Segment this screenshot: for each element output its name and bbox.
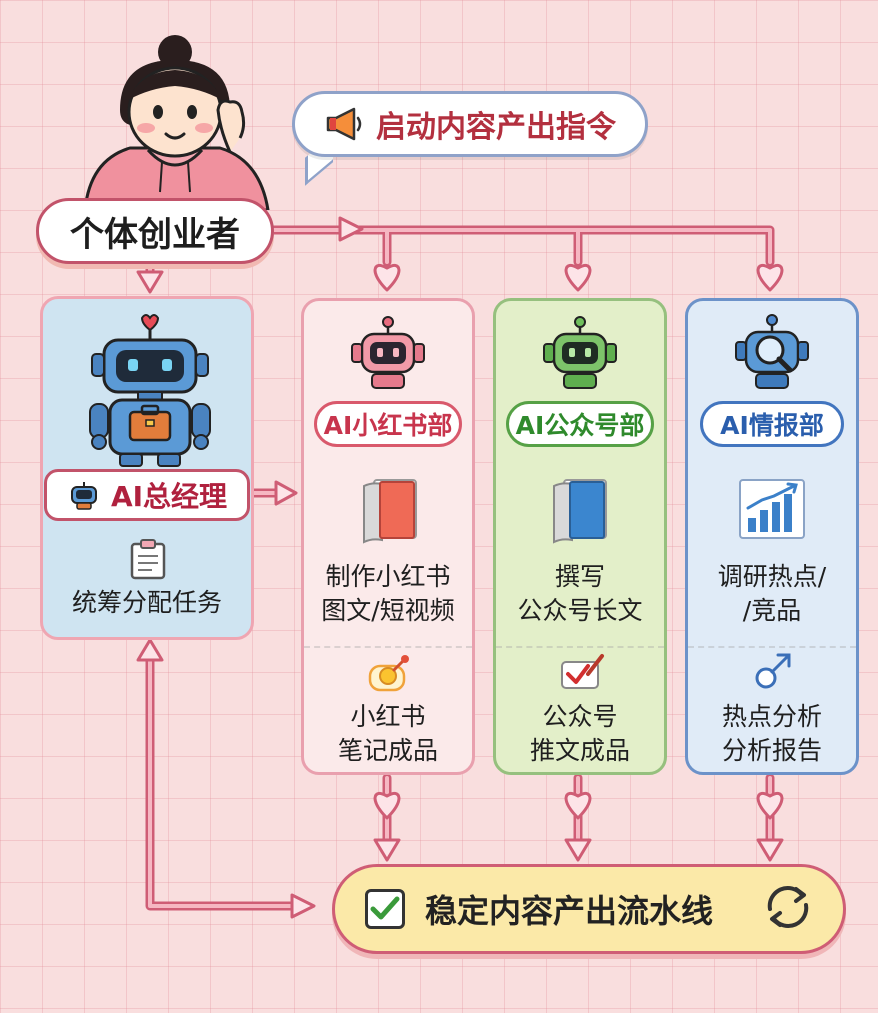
checkbox-icon: [365, 889, 405, 929]
heart-arrow: [373, 263, 401, 292]
gzh-title-pill: AI公众号部: [506, 401, 654, 447]
gzh-panel-divider: [496, 646, 664, 648]
arrowhead-down: [756, 838, 784, 862]
arrowhead-right: [290, 893, 316, 919]
manager-title: AI总经理: [110, 480, 228, 513]
book-icon: [553, 479, 607, 544]
xhs-title-pill: AI小红书部: [314, 401, 462, 447]
arrowhead-down: [373, 838, 401, 862]
robot-magnifier-icon: [735, 314, 809, 389]
intel-title-pill: AI情报部: [700, 401, 844, 447]
arrow-pin-icon: [755, 653, 791, 689]
heart-arrow: [373, 791, 401, 820]
heart-arrow: [756, 791, 784, 820]
intel-task: 调研热点/ /竞品: [717, 562, 827, 625]
arrowhead-right: [338, 216, 364, 242]
arrowhead-up: [136, 638, 164, 662]
robot-briefcase-icon: [89, 314, 211, 467]
checkmark-pen-icon: [561, 654, 604, 689]
book-icon: [363, 479, 417, 544]
arrowhead-right: [274, 480, 298, 506]
arrowhead-down: [136, 270, 164, 294]
speech-bubble: 启动内容产出指令: [292, 91, 648, 157]
gzh-output: 公众号 推文成品: [529, 702, 630, 765]
founder-label: 个体创业者: [36, 198, 274, 264]
intel-output: 热点分析 分析报告: [721, 702, 822, 765]
robot-icon: [543, 316, 617, 389]
refresh-cycle-icon: [767, 886, 809, 928]
small-robot-icon: [70, 482, 97, 510]
xhs-output: 小红书 笔记成品: [337, 702, 438, 765]
pin-icon: [368, 655, 409, 692]
intel-panel-divider: [688, 646, 856, 648]
manager-title-pill: AI总经理: [44, 469, 250, 521]
xhs-panel-divider: [304, 646, 472, 648]
heart-arrow: [564, 791, 592, 820]
heart-arrow: [756, 263, 784, 292]
pipeline-box: 稳定内容产出流水线: [332, 864, 846, 954]
megaphone-icon: [326, 107, 362, 141]
heart-arrow: [564, 263, 592, 292]
robot-icon: [351, 316, 425, 389]
xhs-task: 制作小红书 图文/短视频: [321, 562, 455, 625]
speech-bubble-text: 启动内容产出指令: [376, 110, 616, 145]
manager-task: 统筹分配任务: [71, 588, 222, 617]
woman-avatar: [83, 35, 270, 210]
clipboard-icon: [130, 539, 166, 580]
gzh-task: 撰写 公众号长文: [517, 562, 643, 625]
pipeline-label: 稳定内容产出流水线: [425, 892, 714, 930]
arrowhead-down: [564, 838, 592, 862]
bar-chart-icon: [739, 479, 805, 539]
